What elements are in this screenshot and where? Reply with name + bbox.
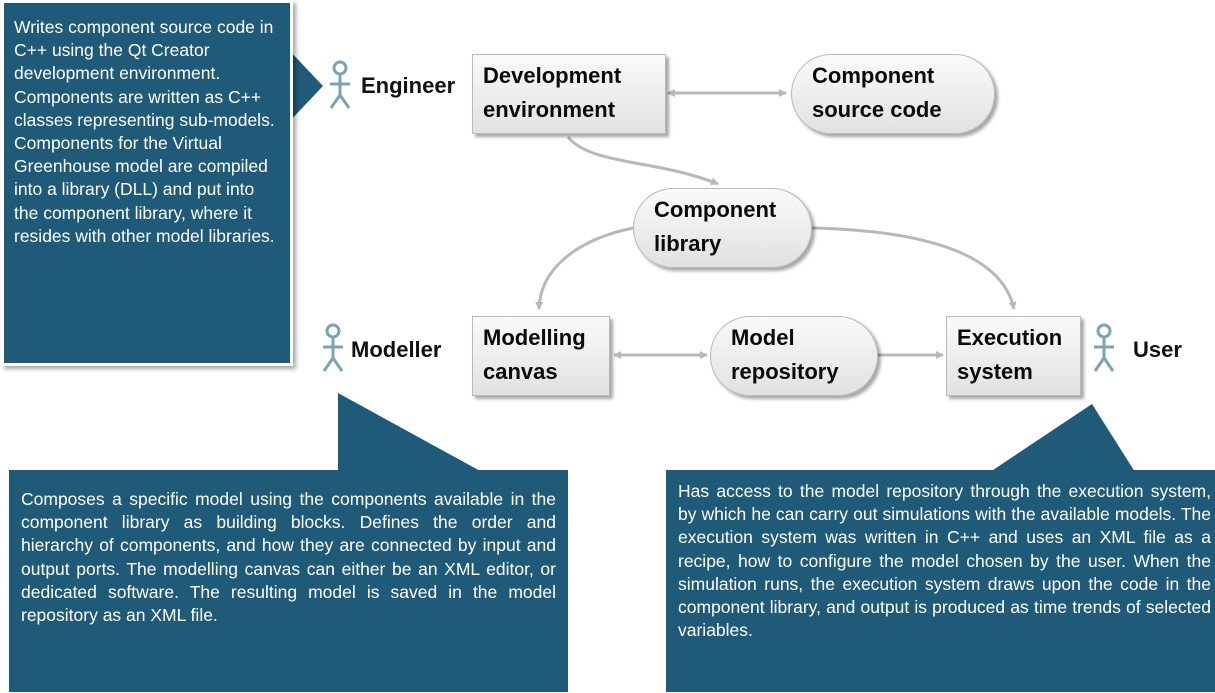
- modeller-label: Modeller: [351, 337, 442, 362]
- engineer-callout: Writes component source code in C++ usin…: [4, 3, 290, 363]
- model-repository-node: Model repository: [710, 316, 878, 396]
- component-library-node: Component library: [633, 188, 812, 268]
- connector-library-canvas: [535, 226, 634, 310]
- modeller-actor-icon: [322, 323, 344, 372]
- user-callout-text: Has access to the model repository throu…: [678, 481, 1211, 641]
- connector-library-execution: [811, 226, 1017, 310]
- user-callout: Has access to the model repository throu…: [666, 470, 1215, 692]
- modelling-canvas-node: Modelling canvas: [472, 316, 610, 396]
- engineer-actor-icon: [329, 60, 351, 109]
- execution-system-node: Execution system: [946, 316, 1081, 396]
- engineer-callout-text: Writes component source code in C++ usin…: [14, 17, 275, 246]
- user-label: User: [1133, 337, 1182, 362]
- engineer-label: Engineer: [361, 73, 456, 98]
- modeller-callout-text: Composes a specific model using the comp…: [21, 489, 556, 626]
- development-environment-node: Development environment: [472, 54, 666, 134]
- component-source-code-node: Component source code: [791, 54, 995, 134]
- user-callout-tail: [990, 404, 1135, 472]
- user-actor-icon: [1093, 323, 1115, 372]
- engineer-callout-tail: [287, 48, 323, 124]
- modeller-callout: Composes a specific model using the comp…: [9, 470, 568, 692]
- connector-devenv-library: [566, 136, 719, 186]
- modeller-callout-tail: [338, 393, 482, 472]
